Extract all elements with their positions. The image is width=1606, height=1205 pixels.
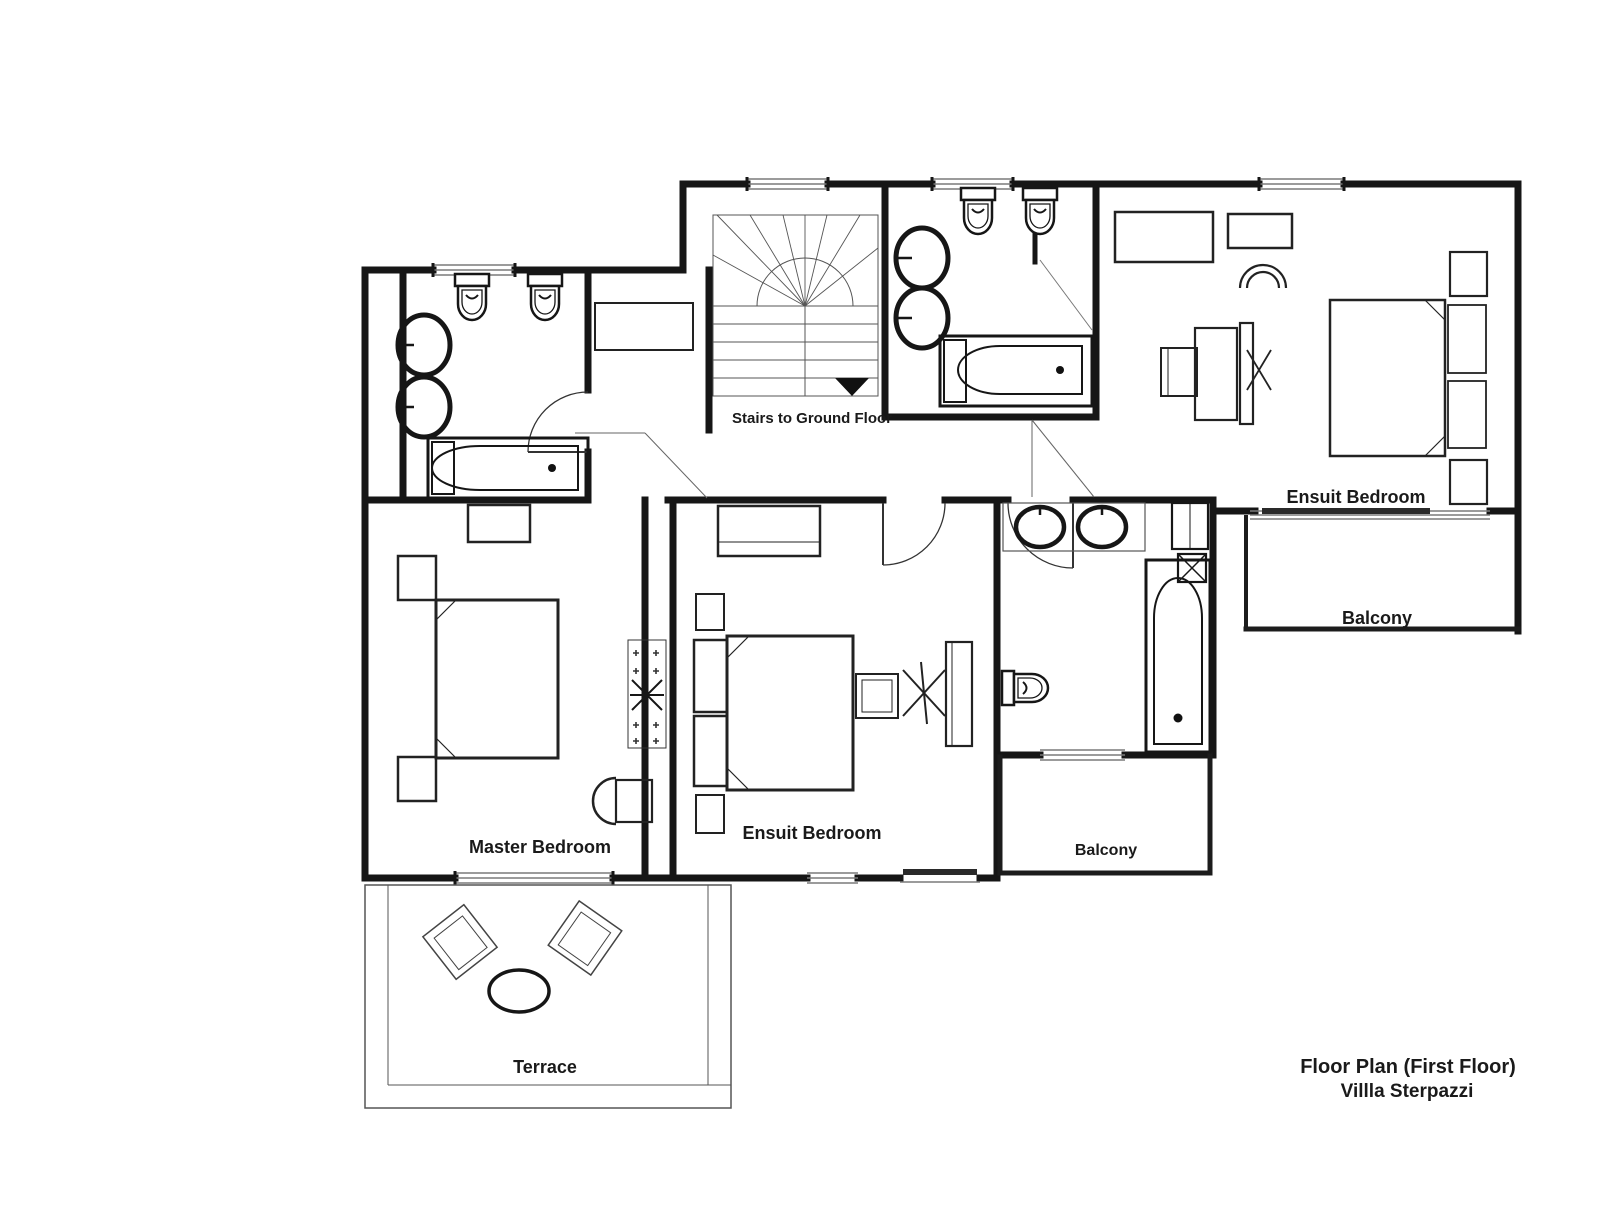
washbasin-icon [893,285,951,351]
rug-icon [627,639,667,749]
side-table-icon [695,593,725,631]
room-label-ensuit-right: Ensuit Bedroom [1286,487,1425,507]
stairs-label: Stairs to Ground Floor [732,410,892,427]
desk-chair-icon [1160,347,1198,397]
center-bedroom-furniture [692,504,974,834]
toilet-icon [959,186,997,236]
window-icon [1257,177,1346,191]
window-icon [453,871,615,885]
nightstand-icon [396,755,438,803]
opening-marker-right [1031,419,1095,498]
double-bed-icon [725,634,855,792]
terrace [364,884,732,1109]
window-icon [807,872,858,884]
toilet-icon [1021,186,1059,236]
double-bed-icon [434,598,560,760]
window-icon [745,177,830,191]
console-table-icon [594,302,694,351]
staircase [712,214,879,397]
vanity-counter [1002,502,1146,552]
plan-title-line1: Floor Plan (First Floor) [1300,1056,1516,1078]
desk-lamp-icon [1246,349,1272,391]
right-bedroom-furniture [1113,210,1489,506]
terrace-armchair-icon [421,903,499,981]
toilet-icon [526,272,564,322]
balcony-walls [997,515,1521,876]
chair-icon [591,776,654,826]
labels-layer: Stairs to Ground Floor Master Bedroom En… [469,410,1516,1102]
coffee-table-icon [855,673,899,719]
wardrobe-icon [466,503,532,544]
toilet-icon [1000,669,1050,707]
stair-fan-lines [712,214,879,307]
toilet-icon [453,272,491,322]
shower-corner-marker [1039,259,1093,331]
master-bedroom-furniture [396,503,667,826]
nightstand-icon [396,554,438,602]
bathtub-icon [1144,558,1212,754]
tub-chair-icon [1238,263,1288,289]
terrace-armchair-icon [547,899,623,977]
sliding-door-icon [900,869,980,883]
desk-icon [1193,321,1255,426]
desk-icon [944,640,974,748]
doors-layer [527,259,1095,569]
nightstand-icon [1448,458,1489,506]
room-label-balcony-bottom: Balcony [1075,842,1137,859]
room-label-terrace: Terrace [513,1057,577,1077]
bathtub-icon [938,334,1094,408]
window-icon [1040,749,1125,761]
washbasin-icon [395,374,453,440]
french-window-icon [1250,508,1490,520]
double-bed-icon [1328,298,1487,458]
bathroom-left [395,272,590,500]
windows-layer [431,177,1490,885]
opening-marker-left [575,432,708,499]
bathroom-right [1000,501,1212,754]
sofa-bench-icon [716,504,822,558]
terrace-table-icon [487,968,551,1014]
stairs-down-arrow-icon [835,378,869,396]
console-icon [1226,212,1294,250]
walls-layer [361,180,1522,882]
room-label-ensuit-center: Ensuit Bedroom [742,823,881,843]
bathtub-icon [426,436,590,500]
door-bathroom-right-icon [1007,502,1074,569]
desk-chair-icon [902,661,946,725]
nightstand-icon [692,714,729,788]
nightstand-icon [1448,250,1489,298]
cabinet-icon [1170,501,1210,551]
side-table-icon [695,794,725,834]
bathroom-top-center [893,186,1094,408]
room-label-balcony-right: Balcony [1342,608,1412,628]
room-label-master-bedroom: Master Bedroom [469,837,611,857]
door-bedroom-center-icon [882,502,946,566]
nightstand-icon [692,638,729,714]
dresser-icon [1113,210,1215,264]
plan-title-line2: Villla Sterpazzi [1341,1081,1474,1102]
door-bathroom-left-icon [527,391,589,453]
